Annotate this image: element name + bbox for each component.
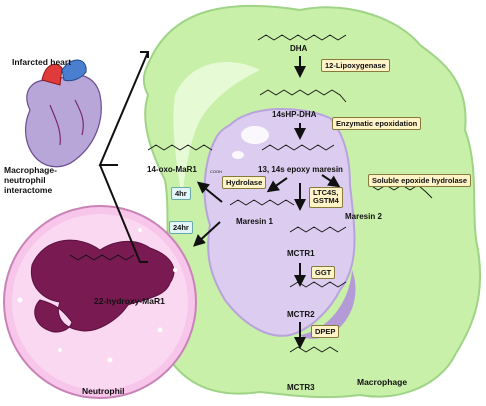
enzyme-lipoxygenase: 12-Lipoxygenase [321, 59, 390, 72]
label-epoxy-maresin: 13, 14s epoxy maresin [258, 165, 343, 174]
label-cooh: COOH [210, 169, 222, 174]
interactome-bracket [98, 51, 149, 263]
nucleus-highlight [241, 126, 269, 144]
granule [157, 327, 163, 333]
neutrophil-nucleus [30, 239, 175, 333]
arrow-maresin1-hydroxy [193, 221, 221, 247]
arrow-epoxy-maresin2 [321, 174, 341, 188]
oxo-mar1-structure [147, 144, 213, 151]
time-24hr: 24hr [169, 221, 193, 234]
label-interactome: Macrophage- neutrophil interactome [4, 165, 57, 195]
arrow-maresin1-oxo [196, 181, 223, 203]
mctr1-structure [289, 226, 347, 233]
pathway-arrows [193, 56, 341, 349]
maresin1-structure [229, 199, 295, 206]
granule [173, 268, 177, 272]
nucleus-shadow [300, 270, 356, 339]
label-hp-dha: 14sHP-DHA [272, 110, 317, 119]
label-mctr3: MCTR3 [287, 383, 315, 392]
heart-illustration [24, 59, 102, 168]
enzyme-soluble-epoxide-hydrolase: Soluble epoxide hydrolase [368, 174, 472, 187]
enzyme-ltc4s-gstm4: LTC4S, GSTM4 [309, 187, 343, 208]
hpdha-structure [259, 89, 347, 103]
time-4hr: 4hr [171, 187, 191, 200]
label-maresin1: Maresin 1 [236, 217, 273, 226]
label-mctr2: MCTR2 [287, 310, 315, 319]
label-macrophage: Macrophage [357, 377, 408, 387]
granule [58, 348, 62, 352]
label-mctr1: MCTR1 [287, 249, 315, 258]
granule [107, 357, 113, 363]
label-oxo-mar1: 14-oxo-MaR1 [147, 165, 197, 174]
epoxy-structure [261, 144, 335, 151]
label-hydroxy-mar1: 22-hydroxy-MaR1 [94, 296, 165, 306]
arrow-epoxy-maresin1 [266, 177, 288, 193]
macrophage-highlight [173, 62, 260, 201]
granule [17, 297, 23, 303]
nucleus-highlight-small [232, 151, 244, 159]
granule [138, 228, 142, 232]
hydroxy-structure [69, 254, 135, 261]
label-dha: DHA [290, 44, 308, 53]
enzyme-epoxidation: Enzymatic epoxidation [332, 117, 422, 130]
label-infarcted-heart: Infarcted heart [12, 57, 72, 67]
label-neutrophil: Neutrophil [82, 386, 125, 396]
enzyme-ggt: GGT [311, 266, 336, 279]
enzyme-dpep: DPEP [311, 325, 340, 338]
label-maresin2: Maresin 2 [345, 212, 382, 221]
enzyme-hydrolase: Hydrolase [222, 176, 267, 189]
macrophage-nucleus [203, 107, 356, 337]
dha-structure [257, 34, 347, 41]
